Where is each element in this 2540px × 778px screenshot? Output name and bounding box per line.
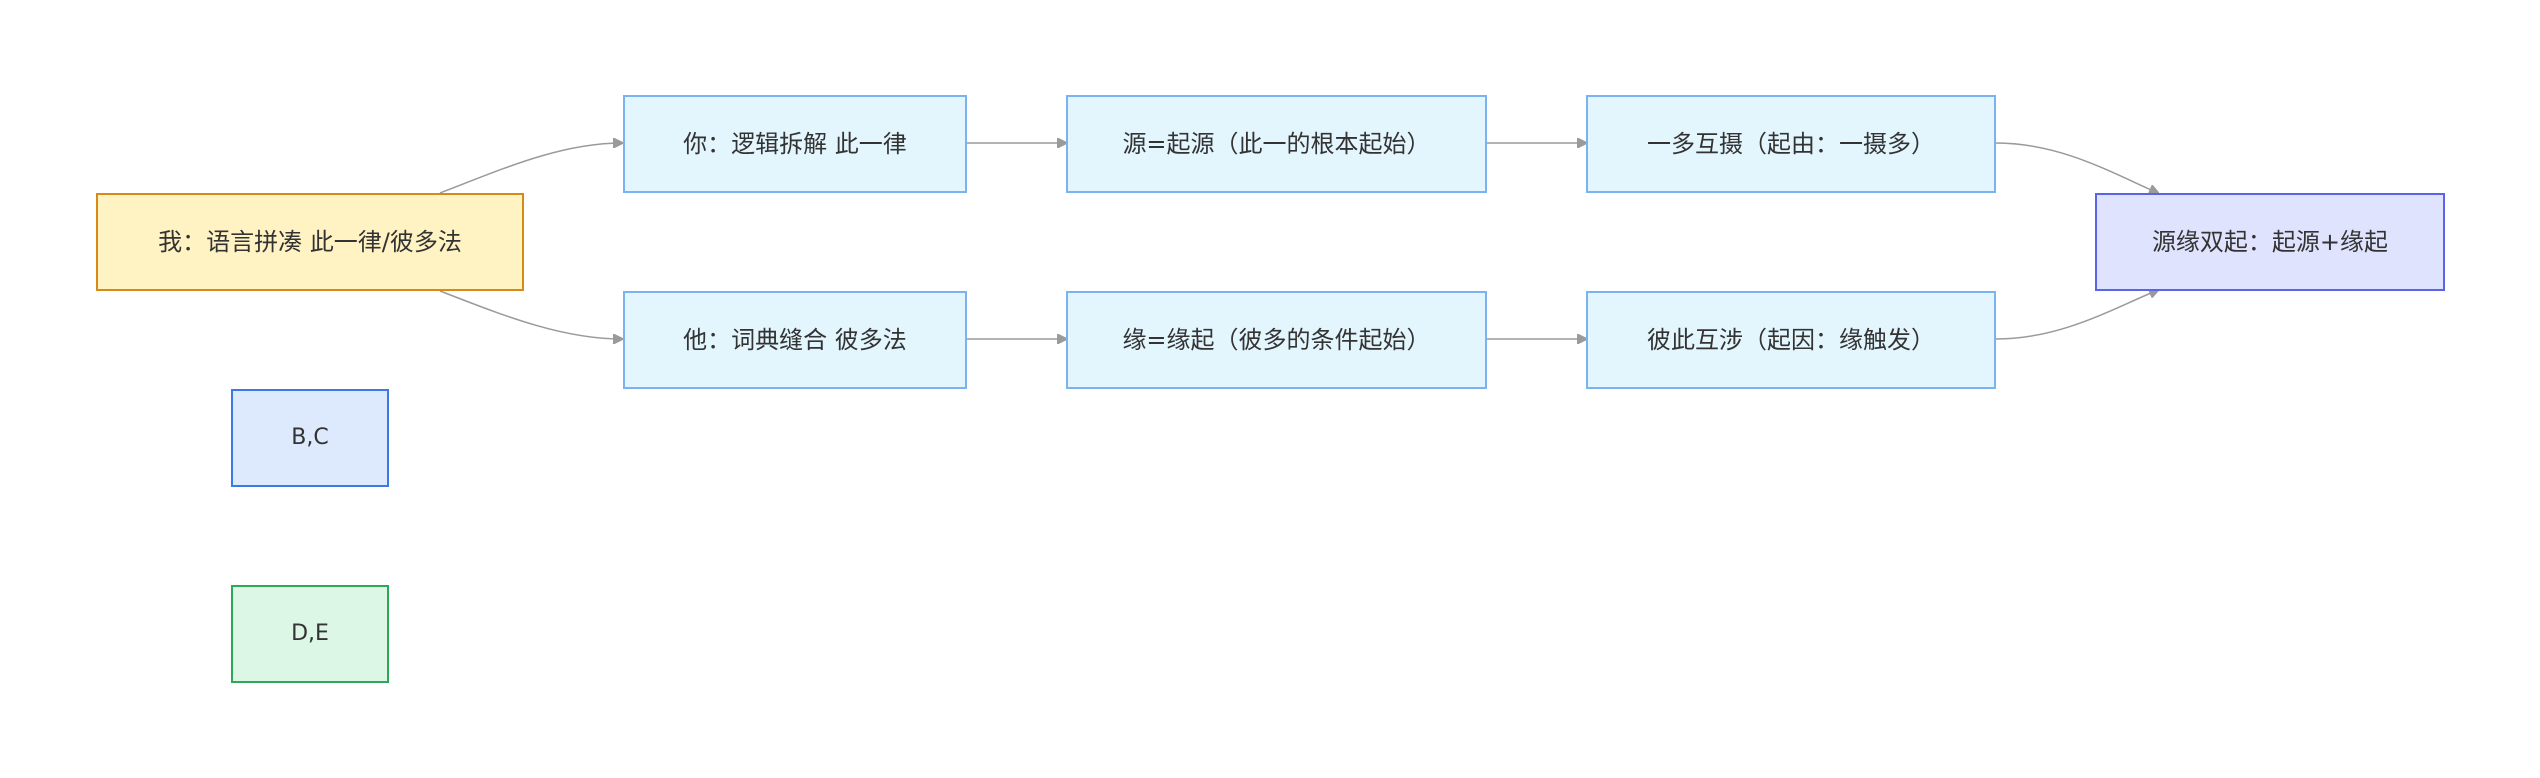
node-he: 他：词典缝合 彼多法 [623, 291, 967, 389]
edge-me-to-you [439, 143, 622, 194]
node-bc: B,C [231, 389, 389, 487]
edge-one-many-to-dual [1995, 142, 2158, 193]
node-yuan-condition: 缘=缘起（彼多的条件起始） [1066, 291, 1487, 389]
node-me: 我：语言拼凑 此一律/彼多法 [96, 193, 524, 291]
node-dual-origin: 源缘双起：起源+缘起 [2095, 193, 2445, 291]
edge-this-that-to-dual [1995, 290, 2158, 340]
node-you: 你：逻辑拆解 此一律 [623, 95, 967, 193]
edge-me-to-he [439, 290, 622, 339]
node-this-that: 彼此互涉（起因：缘触发） [1586, 291, 1996, 389]
node-one-many: 一多互摄（起由：一摄多） [1586, 95, 1996, 193]
node-de: D,E [231, 585, 389, 683]
node-yuan-origin: 源=起源（此一的根本起始） [1066, 95, 1487, 193]
